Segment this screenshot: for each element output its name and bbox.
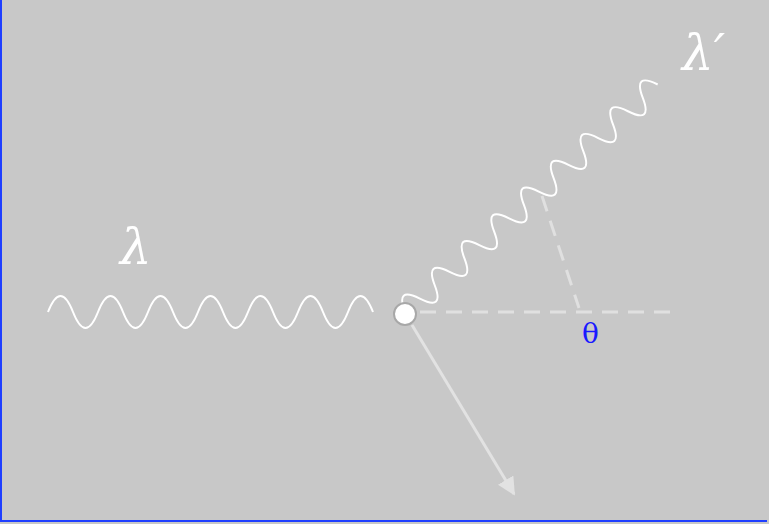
incident-wavelength: λ: [120, 222, 152, 272]
electron-recoil-arrow: [412, 325, 514, 494]
scattered-wave: [396, 75, 666, 322]
scattering-angle: θ: [582, 320, 599, 348]
projection-line: [542, 196, 579, 308]
reference-axis: [420, 311, 670, 314]
scattered-wavelength: λ′: [682, 28, 725, 78]
electron: [394, 303, 416, 325]
incident-wave: [48, 296, 373, 328]
